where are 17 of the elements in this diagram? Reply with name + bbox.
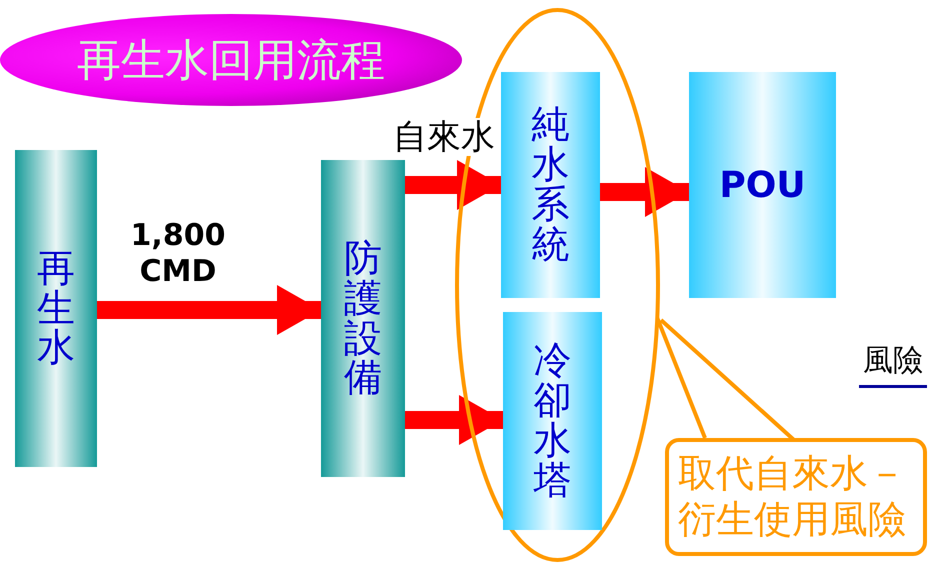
process-box	[501, 72, 600, 298]
arrow	[600, 167, 689, 217]
process-box	[503, 312, 602, 530]
title-banner: 再生水回用流程	[0, 14, 462, 106]
node-label: 取代自來水－衍生使用風險	[678, 451, 907, 543]
node-label: 純水系統	[530, 105, 570, 265]
arrow	[97, 285, 321, 335]
arrow	[405, 160, 501, 210]
node-label: 冷卻水塔	[532, 341, 572, 501]
arrow	[405, 395, 503, 445]
node-label: 再生水	[36, 248, 76, 368]
source-column	[15, 150, 97, 467]
side-label: 風險	[859, 340, 927, 388]
process-column	[321, 160, 405, 477]
node-label: 防護設備	[343, 238, 383, 398]
node-label: POU	[719, 164, 806, 206]
process-box	[689, 72, 836, 298]
